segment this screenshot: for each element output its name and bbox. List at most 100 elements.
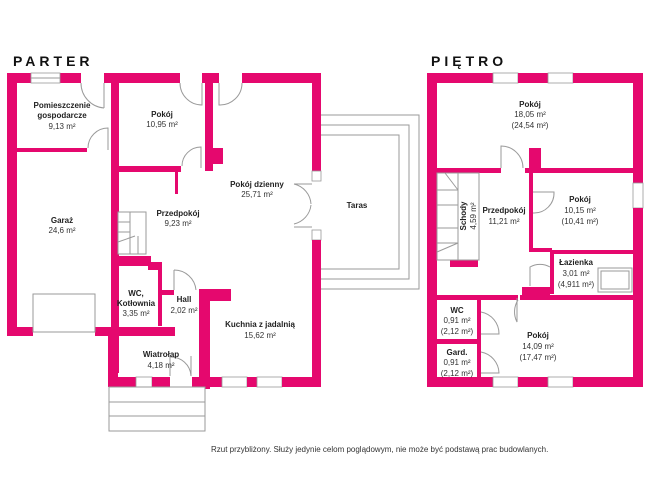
wall xyxy=(529,172,533,252)
door-icon xyxy=(500,145,524,169)
wall xyxy=(17,148,87,152)
wall xyxy=(205,73,213,171)
wall xyxy=(199,289,210,389)
wall xyxy=(550,250,635,254)
room-area: 2,02 m² xyxy=(170,306,197,315)
wall xyxy=(162,290,174,295)
room-area: 10,95 m² xyxy=(146,120,178,129)
wall xyxy=(427,73,493,83)
wall xyxy=(477,300,481,380)
door-icon xyxy=(480,311,500,335)
terrace-door-frame xyxy=(311,229,322,241)
room-name: Wiatrołap xyxy=(143,350,179,359)
terrace-door-frame xyxy=(311,170,322,182)
room-name: Hall xyxy=(177,295,192,304)
wall xyxy=(104,73,180,83)
wall xyxy=(450,260,478,267)
wall xyxy=(7,73,17,335)
wall xyxy=(437,168,501,173)
room-name: Taras xyxy=(347,201,368,210)
window xyxy=(632,182,644,209)
room-area: 9,13 m² xyxy=(48,122,75,131)
door-icon xyxy=(173,269,197,291)
wall xyxy=(520,295,635,300)
wall xyxy=(282,377,321,387)
wall xyxy=(7,73,31,83)
wall xyxy=(108,334,118,386)
wall xyxy=(437,295,518,300)
wall xyxy=(7,327,33,336)
door-icon xyxy=(480,351,500,374)
window xyxy=(256,376,283,388)
room-area-total: (10,41 m²) xyxy=(562,217,599,226)
ground-floor-plan: Pomieszczenie gospodarcze 9,13 m² Pokój … xyxy=(7,72,420,432)
room-area-total: (24,54 m²) xyxy=(512,121,549,130)
wall xyxy=(518,377,548,387)
room-name: gospodarcze xyxy=(37,111,87,120)
room-name: Kuchnia z jadalnią xyxy=(225,320,295,329)
room-area: 3,35 m² xyxy=(122,309,149,318)
door-icon xyxy=(87,127,109,150)
door-icon xyxy=(218,82,243,106)
wall xyxy=(529,148,541,170)
wall xyxy=(158,266,162,326)
room-area: 0,91 m² xyxy=(443,316,470,325)
room-name: WC xyxy=(450,306,464,315)
window xyxy=(547,72,574,84)
room-name: Pomieszczenie xyxy=(34,101,91,110)
room-name: Przedpokój xyxy=(156,209,199,218)
room-name: WC, xyxy=(128,289,144,298)
wall xyxy=(60,73,81,83)
wall xyxy=(437,339,477,344)
wall xyxy=(550,250,554,294)
room-area: 4,18 m² xyxy=(147,361,174,370)
room-name: Pokój xyxy=(569,195,591,204)
wall xyxy=(175,172,178,194)
wall xyxy=(119,166,181,172)
wall xyxy=(573,377,643,387)
room-area: 3,01 m² xyxy=(562,269,589,278)
wall xyxy=(111,73,119,373)
room-name: Schody xyxy=(459,201,468,230)
wall xyxy=(152,377,170,387)
first-floor-plan: Pokój 18,05 m² (24,54 m²) Schody 4,59 m²… xyxy=(427,72,644,388)
ground-floor-title: PARTER xyxy=(13,53,94,69)
room-name: Kotłownia xyxy=(117,299,156,308)
wall xyxy=(108,377,136,387)
room-area: 18,05 m² xyxy=(514,110,546,119)
room-area-total: (4,911 m²) xyxy=(558,280,595,289)
room-name: Łazienka xyxy=(559,258,593,267)
room-area: 15,62 m² xyxy=(244,331,276,340)
room-area: 4,59 m² xyxy=(469,202,478,229)
garage-door xyxy=(32,293,96,333)
door-icon xyxy=(80,82,105,109)
wall xyxy=(573,73,643,83)
door-icon xyxy=(532,191,555,214)
wall xyxy=(518,73,548,83)
wall xyxy=(312,73,321,171)
wall xyxy=(95,327,175,336)
window xyxy=(135,376,153,388)
room-area-total: (2,12 m²) xyxy=(441,369,474,378)
door-icon xyxy=(169,356,192,377)
door-icon xyxy=(514,298,519,323)
door-icon xyxy=(529,263,551,286)
wall xyxy=(633,208,643,386)
room-name: Gard. xyxy=(447,348,468,357)
room-area-total: (2,12 m²) xyxy=(441,327,474,336)
room-area: 10,15 m² xyxy=(564,206,596,215)
wall xyxy=(148,262,162,270)
wall xyxy=(117,256,151,266)
wall xyxy=(211,148,223,164)
wall xyxy=(312,240,321,386)
wall xyxy=(529,248,552,252)
room-area: 24,6 m² xyxy=(48,226,75,235)
room-name: Garaż xyxy=(51,216,73,225)
stairs-icon xyxy=(117,211,147,255)
room-area: 9,23 m² xyxy=(164,219,191,228)
door-icon xyxy=(179,82,203,106)
window xyxy=(221,376,248,388)
room-area: 25,71 m² xyxy=(241,190,273,199)
room-name: Pokój xyxy=(527,331,549,340)
